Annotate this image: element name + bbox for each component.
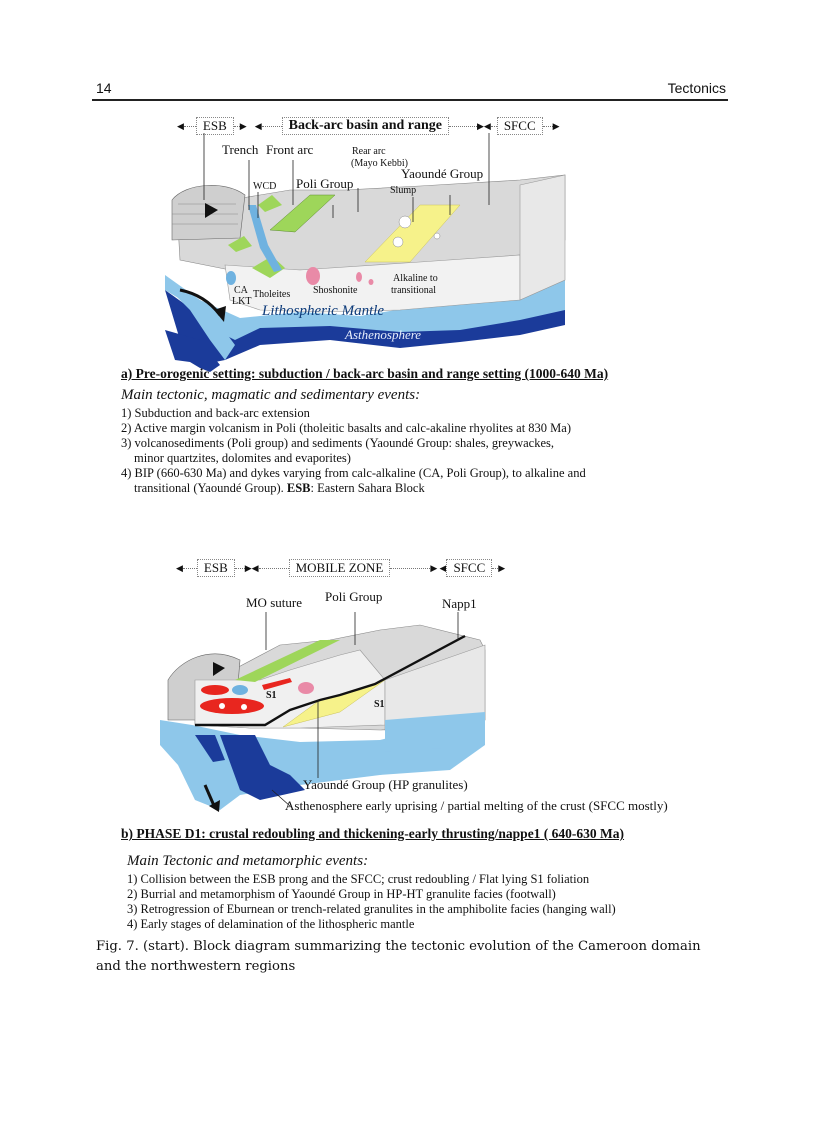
event-b-2: 2) Burrial and metamorphism of Yaoundé G… [127,887,556,901]
label-asthenosphere-note: Asthenosphere early uprising / partial m… [285,798,668,813]
label-alkaline: Alkaline to [393,273,438,284]
zone-back-arc: Back-arc basin and range [281,117,449,135]
event-a-4: 4) BIP (660-630 Ma) and dykes varying fr… [121,466,586,480]
event-b-4: 4) Early stages of delamination of the l… [127,917,415,931]
event-a-1: 1) Subduction and back-arc extension [121,406,310,420]
label-asthenosphere: Asthenosphere [345,327,422,342]
arrow-right-icon: ▶ [239,121,247,131]
arrow-right-icon: ▶ [552,121,560,131]
panel-a-title: a) Pre-orogenic setting: subduction / ba… [121,366,609,381]
arrow-left-icon: ◀ [176,563,183,573]
arrow-left-icon: ◀ [177,121,184,131]
zone-esb: ESB [195,117,234,135]
zone-esb-b: ESB [196,559,235,577]
label-rear-arc: Rear arc [352,146,386,157]
zone-sfcc-b: SFCC [446,559,493,577]
label-mo-suture: MO suture [246,595,302,610]
label-wcd: WCD [253,181,277,192]
event-a-4-cont: transitional (Yaoundé Group). ESB: Easte… [134,481,425,496]
label-front-arc: Front arc [266,142,314,157]
esb-abbrev: ESB [286,481,311,495]
panel-a-events-title: Main tectonic, magmatic and sedimentary … [121,387,421,403]
header-rule [92,99,728,101]
label-tholeites: Tholeites [253,289,291,300]
arrow-right-icon: ▶ [498,563,506,573]
panel-b-events-title: Main Tectonic and metamorphic events: [127,853,369,869]
running-title: Tectonics [667,80,726,96]
event-a-4-text: transitional (Yaoundé Group). [134,481,284,495]
label-shoshonite: Shoshonite [313,285,358,296]
label-s1-b: S1 [374,699,385,710]
zone-sfcc: SFCC [496,117,543,135]
label-slump: Slump [390,185,417,196]
label-nappe: Napp1 [442,596,477,611]
event-b-1: 1) Collision between the ESB prong and t… [127,872,590,886]
label-transitional: transitional [391,285,436,296]
label-poli-group-b: Poli Group [325,589,383,604]
label-lithospheric-mantle: Lithospheric Mantle [262,303,385,319]
page-number: 14 [96,80,112,96]
figure-caption: Fig. 7. (start). Block diagram summarizi… [96,939,701,974]
event-b-3: 3) Retrogression of Eburnean or trench-r… [127,902,616,916]
label-yaounde-group: Yaoundé Group [401,166,484,181]
event-a-3-cont: minor quartzites, dolomites and evaporit… [134,451,351,465]
arrow-right-icon: ▶◀ [476,121,491,131]
event-a-3: 3) volcanosediments (Poli group) and sed… [121,436,555,450]
arrow-left-icon: ◀ [254,121,262,131]
label-yaounde-hp: Yaoundé Group (HP granulites) [303,777,468,792]
zone-bar-b: ◀ ESB ▶◀ MOBILE ZONE ▶ ◀ SFCC ▶ [176,559,505,577]
label-lkt: LKT [232,296,252,307]
arrow-right-icon: ▶◀ [244,563,259,573]
event-a-2: 2) Active margin volcanism in Poli (thol… [121,421,571,435]
zone-bar-a: ◀ ESB ▶ ◀ Back-arc basin and range ▶◀ SF… [177,117,560,135]
esb-definition: : Eastern Sahara Block [310,481,425,495]
zone-mobile: MOBILE ZONE [288,559,391,577]
label-ca: CA [234,285,248,296]
arrow-right-icon: ▶ ◀ [430,563,447,573]
label-poli-group: Poli Group [296,176,354,191]
label-s1-a: S1 [266,690,277,701]
label-mayo-kebbi: (Mayo Kebbi) [351,158,408,169]
panel-b-title: b) PHASE D1: crustal redoubling and thic… [121,826,625,841]
label-trench: Trench [222,142,259,157]
